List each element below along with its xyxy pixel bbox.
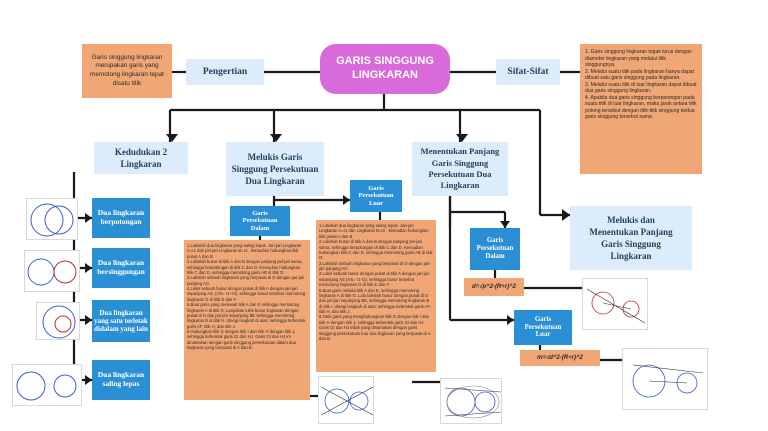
position-heading: Kedudukan 2 Lingkaran bbox=[94, 142, 188, 174]
position-item-nested: Dua lingkaran yang satu terletak didalam… bbox=[92, 300, 150, 342]
draw-inner-label: Garis Persekutuan Dalam bbox=[230, 206, 290, 236]
properties-text: 1. Garis singgung lingkaran tegak lurus … bbox=[580, 44, 702, 174]
figure-nested-circles bbox=[36, 302, 80, 340]
draw-outer-label: Garis Persekutuan Luar bbox=[350, 180, 402, 212]
draw-inner-steps: 1.Lukislah dua lingkaran yang saling lep… bbox=[184, 240, 310, 400]
length-inner-formula: d=√p^2-(R+r)^2 bbox=[464, 278, 524, 296]
figure-inner-construction bbox=[318, 376, 374, 424]
definition-heading: Pengertian bbox=[186, 59, 264, 85]
definition-text: Garis singgung lingkaran merupakan garis… bbox=[82, 44, 172, 98]
figure-inner-length bbox=[582, 278, 648, 330]
length-inner-label: Garis Persekutuan Dalam bbox=[470, 228, 520, 270]
figure-intersecting-circles bbox=[26, 198, 78, 240]
position-item-separate: Dua lingkaran saling lepas bbox=[92, 360, 150, 400]
position-item-intersecting: Dua lingkaran berpotongan bbox=[92, 198, 150, 238]
title-node: GARIS SINGGUNG LINGKARAN bbox=[320, 44, 450, 94]
draw-outer-steps: 1.Lukislah dua lingkaran yang saling lep… bbox=[316, 220, 436, 372]
length-outer-label: Garis Persekutuan Luar bbox=[514, 310, 572, 345]
figure-separate-circles bbox=[12, 364, 82, 406]
length-outer-formula: m=√d^2-(R+r)^2 bbox=[520, 350, 600, 366]
draw-common-heading: Melukis Garis Singgung Persekutuan Dua L… bbox=[226, 142, 324, 196]
position-item-tangent: Dua lingkaran bersinggungan bbox=[92, 248, 150, 288]
single-tangent-heading: Melukis dan Menentukan Panjang Garis Sin… bbox=[570, 206, 692, 270]
figure-outer-construction bbox=[440, 378, 502, 424]
length-heading: Menentukan Panjang Garis Singgung Persek… bbox=[412, 142, 508, 196]
properties-heading: Sifat-Sifat bbox=[496, 59, 560, 85]
figure-tangent-circles bbox=[24, 250, 80, 292]
figure-outer-length bbox=[622, 348, 708, 410]
